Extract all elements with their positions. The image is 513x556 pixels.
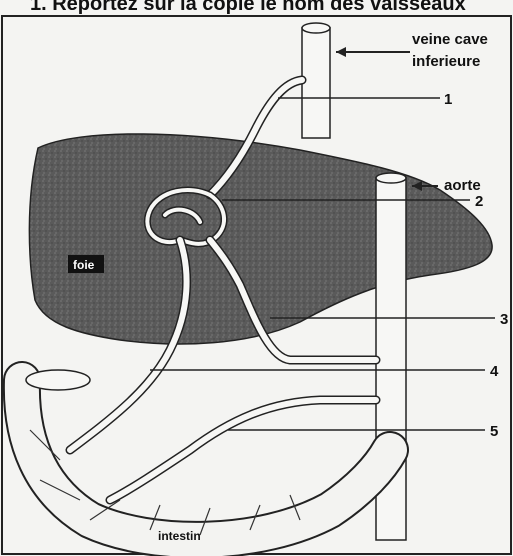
liver-label: foie <box>73 258 95 272</box>
intestine-label: intestin <box>158 529 201 543</box>
vessel-number-1: 1 <box>444 91 452 108</box>
aorta-label: aorte <box>444 177 481 194</box>
heading: 1. Reportez sur la copie le nom des vais… <box>30 0 466 15</box>
vessel-number-5: 5 <box>490 423 498 440</box>
liver-shape <box>29 134 492 344</box>
vessel-number-4: 4 <box>490 363 499 380</box>
intestine-loop <box>22 370 390 540</box>
vessel-number-2: 2 <box>475 193 483 210</box>
vena-cava-label-line1: veine cave <box>412 31 488 48</box>
vena-cava-label-line2: inferieure <box>412 53 480 70</box>
vessel-number-3: 3 <box>500 311 508 328</box>
